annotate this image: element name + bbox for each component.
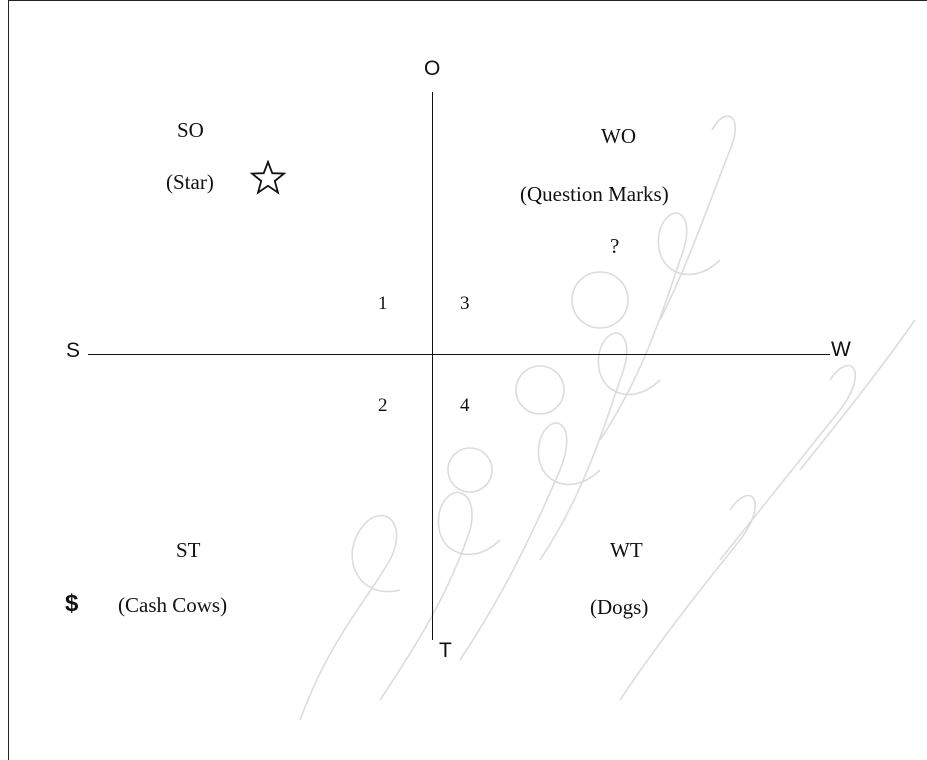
star-outline-icon [250,160,286,195]
quadrant-number-4: 4 [460,395,470,416]
diagram-frame [8,0,927,760]
vertical-axis-line [432,92,433,640]
question-mark-icon: ? [610,234,620,258]
axis-label-top: O [424,57,441,80]
st-name: (Cash Cows) [118,593,228,617]
wo-code: WO [601,124,636,148]
wo-name: (Question Marks) [520,182,669,206]
so-code: SO [177,118,204,142]
axis-label-bottom: T [439,639,452,662]
axis-label-right: W [831,338,851,361]
wt-code: WT [610,538,643,562]
quadrant-number-2: 2 [378,395,388,416]
dollar-icon: $ [65,590,79,617]
axis-label-left: S [66,339,81,362]
wt-name: (Dogs) [590,595,649,619]
so-name: (Star) [166,170,214,194]
st-code: ST [176,538,201,562]
horizontal-axis-line [88,354,830,355]
quadrant-number-1: 1 [378,293,388,314]
quadrant-number-3: 3 [460,293,470,314]
